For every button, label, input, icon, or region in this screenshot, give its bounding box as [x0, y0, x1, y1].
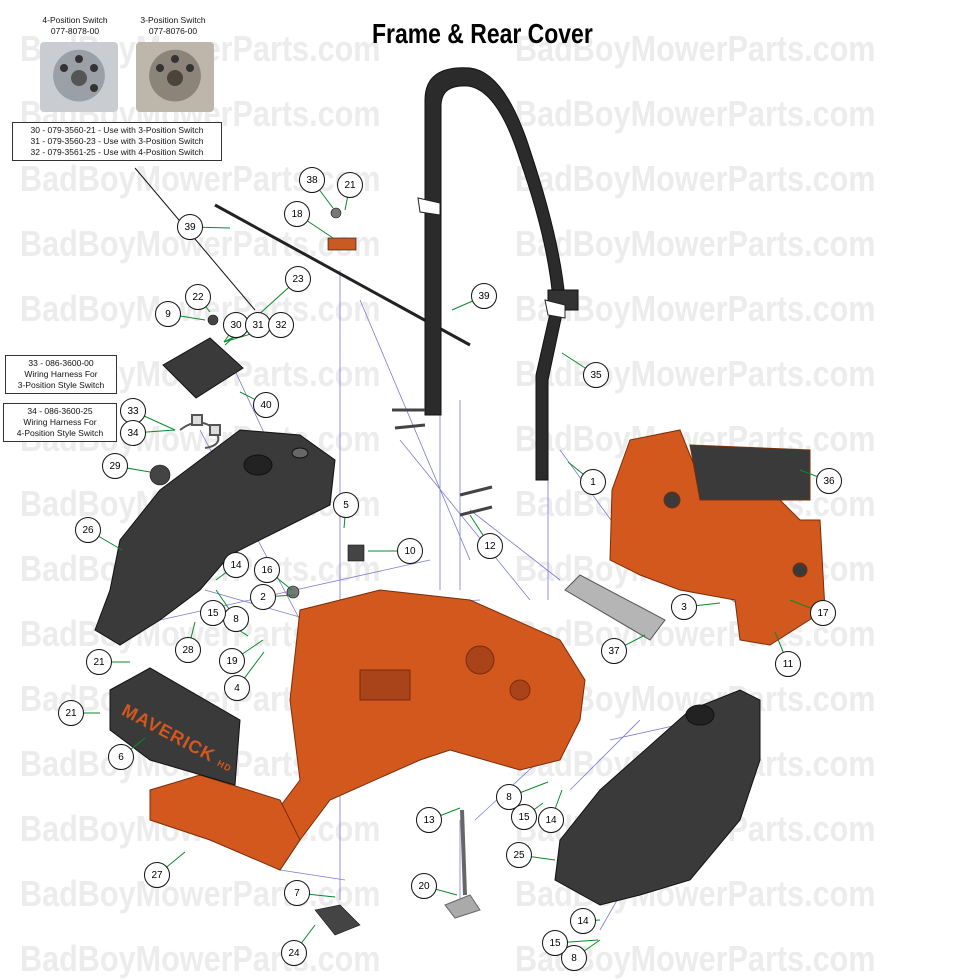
callout-4: 4 [224, 675, 250, 701]
callout-34: 34 [120, 420, 146, 446]
watermark-text: BadBoyMowerParts.com [20, 938, 381, 979]
pivot-pin [444, 809, 481, 919]
page-title: Frame & Rear Cover [372, 18, 593, 49]
callout-35: 35 [583, 362, 609, 388]
wiring-harness [179, 414, 221, 449]
watermark-text: BadBoyMowerParts.com [515, 158, 876, 199]
callout-39: 39 [471, 283, 497, 309]
callout-10: 10 [397, 538, 423, 564]
callout-21: 21 [337, 172, 363, 198]
roll-bar [424, 67, 579, 481]
callout-26: 26 [75, 517, 101, 543]
callout-21: 21 [86, 649, 112, 675]
callout-12: 12 [477, 533, 503, 559]
callout-20: 20 [411, 873, 437, 899]
note-line: Wiring Harness For [23, 417, 97, 427]
watermark-text: BadBoyMowerParts.com [515, 28, 876, 69]
watermark-text: BadBoyMowerParts.com [515, 223, 876, 264]
switch-4-part: 077-8078-00 [50, 26, 100, 36]
switch-parts-note: 30 - 079-3560-21 - Use with 3-Position S… [12, 122, 222, 161]
callout-37: 37 [601, 638, 627, 664]
callout-31: 31 [245, 312, 271, 338]
callout-8: 8 [561, 945, 587, 971]
harness-4-note: 34 - 086-3600-25 Wiring Harness For 4-Po… [3, 403, 117, 442]
bolts [392, 408, 493, 517]
callout-28: 28 [175, 637, 201, 663]
switch-3-name: 3-Position Switch [140, 15, 206, 25]
callout-15: 15 [511, 804, 537, 830]
callout-13: 13 [416, 807, 442, 833]
callout-33: 33 [120, 398, 146, 424]
callout-27: 27 [144, 862, 170, 888]
callout-14: 14 [570, 908, 596, 934]
note-line: 30 - 079-3560-21 - Use with 3-Position S… [30, 125, 204, 135]
note-line: 3-Position Style Switch [17, 380, 105, 390]
callout-5: 5 [333, 492, 359, 518]
callout-6: 6 [108, 744, 134, 770]
callout-15: 15 [200, 600, 226, 626]
callout-23: 23 [285, 266, 311, 292]
watermark-text: BadBoyMowerParts.com [20, 873, 381, 914]
note-line: 32 - 079-3561-25 - Use with 4-Position S… [30, 147, 204, 157]
callout-18: 18 [284, 201, 310, 227]
callout-39: 39 [177, 214, 203, 240]
deflector-plate [564, 574, 666, 641]
callout-29: 29 [102, 453, 128, 479]
switch-3-caption: 3-Position Switch 077-8076-00 [118, 15, 228, 37]
switch-3-part: 077-8076-00 [148, 26, 198, 36]
callout-17: 17 [810, 600, 836, 626]
callout-3: 3 [671, 594, 697, 620]
note-line: 34 - 086-3600-25 [27, 406, 93, 416]
right-fender [554, 689, 761, 906]
callout-38: 38 [299, 167, 325, 193]
callout-2: 2 [250, 584, 276, 610]
callout-9: 9 [155, 301, 181, 327]
switch-4-caption: 4-Position Switch 077-8078-00 [20, 15, 130, 37]
watermark-text: BadBoyMowerParts.com [515, 353, 876, 394]
callout-24: 24 [281, 940, 307, 966]
left-fender [94, 429, 336, 646]
switch-3-photo [136, 42, 214, 112]
harness-3-note: 33 - 086-3600-00 Wiring Harness For 3-Po… [5, 355, 117, 394]
note-line: 4-Position Style Switch [16, 428, 104, 438]
callout-40: 40 [253, 392, 279, 418]
callout-22: 22 [185, 284, 211, 310]
callout-16: 16 [254, 557, 280, 583]
front-decal-plate [109, 667, 241, 786]
switch-4-photo [40, 42, 118, 112]
control-panel [162, 337, 244, 399]
note-line: 31 - 079-3560-23 - Use with 3-Position S… [30, 136, 204, 146]
callout-19: 19 [219, 648, 245, 674]
callout-11: 11 [775, 651, 801, 677]
callout-14: 14 [223, 552, 249, 578]
note-line: Wiring Harness For [24, 369, 98, 379]
switch-4-name: 4-Position Switch [42, 15, 108, 25]
callout-15: 15 [542, 930, 568, 956]
callout-21: 21 [58, 700, 84, 726]
callout-8: 8 [223, 606, 249, 632]
callout-36: 36 [816, 468, 842, 494]
watermark-text: BadBoyMowerParts.com [515, 93, 876, 134]
callout-1: 1 [580, 469, 606, 495]
callout-14: 14 [538, 807, 564, 833]
roll-bar-knobs [417, 197, 566, 319]
callout-7: 7 [284, 880, 310, 906]
callout-8: 8 [496, 784, 522, 810]
callout-32: 32 [268, 312, 294, 338]
note-line: 33 - 086-3600-00 [28, 358, 94, 368]
rear-cover [609, 429, 826, 646]
callout-25: 25 [506, 842, 532, 868]
main-frame [149, 589, 586, 871]
small-parts [149, 207, 365, 936]
